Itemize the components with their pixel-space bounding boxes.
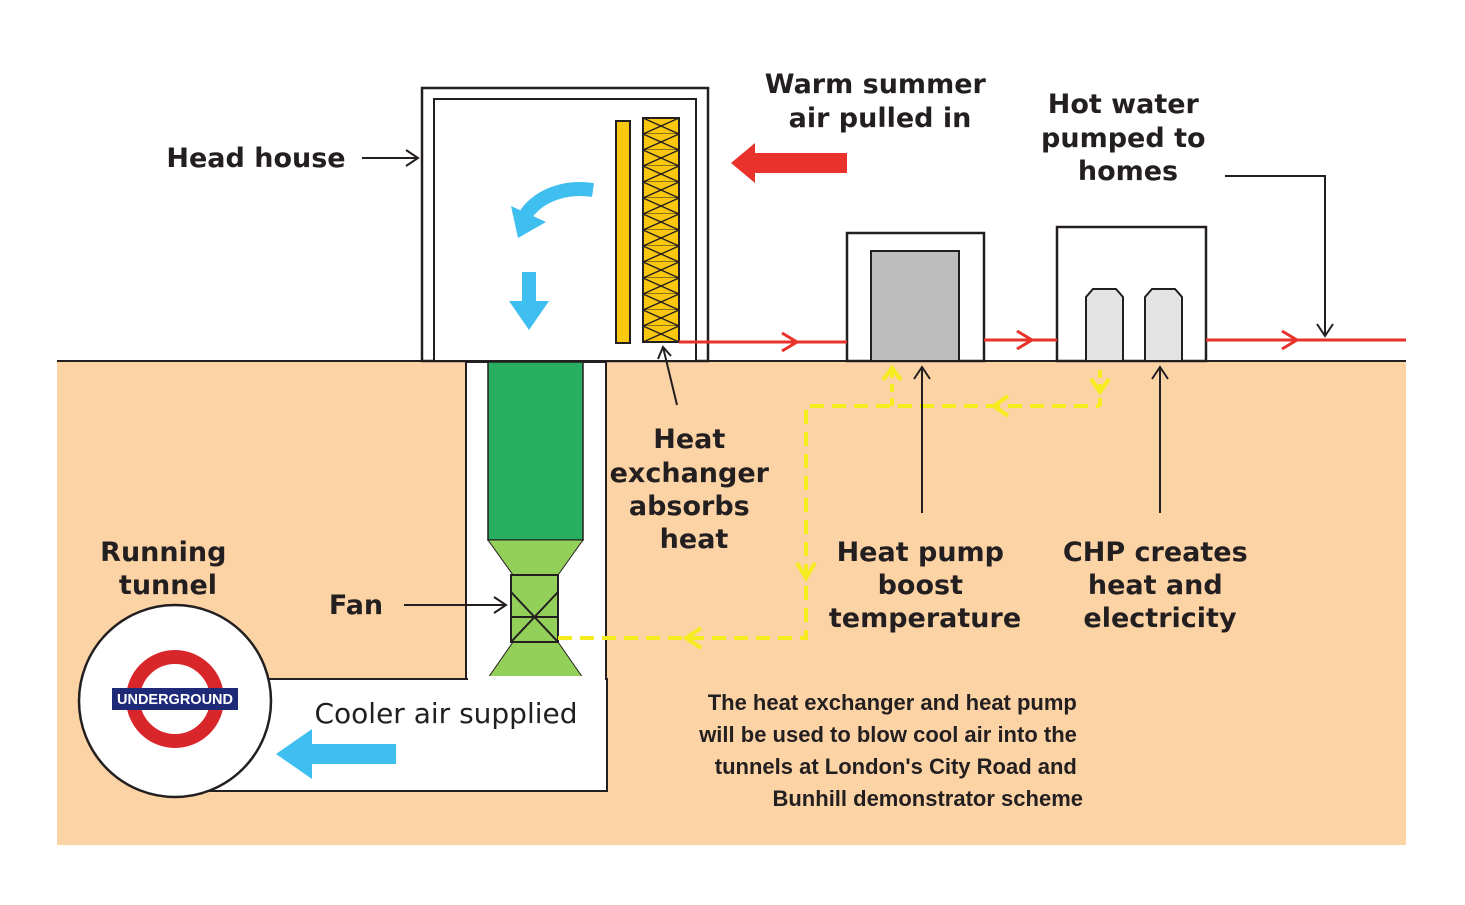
london-underground-roundel-icon: UNDERGROUND (112, 650, 238, 748)
scheme-note: The heat exchanger and heat pump will be… (698, 690, 1083, 811)
fan-label: Fan (329, 590, 383, 621)
fan-duct (487, 361, 584, 541)
hot-water-label: Hot water pumped to homes (1041, 89, 1215, 187)
running-tunnel: UNDERGROUND (77, 603, 273, 799)
yellow-return-loop (558, 364, 1111, 650)
heat-pump-core (870, 250, 960, 362)
heat-exchanger-core (642, 117, 680, 343)
cooler-air-arrow-icon (310, 744, 396, 764)
head-house-label: Head house (166, 143, 345, 174)
curved-airflow-arrow-icon (520, 182, 594, 219)
fan-x-icon (510, 574, 559, 643)
curved-airflow-arrowhead-icon (511, 206, 546, 238)
warm-air-arrowhead-icon (731, 143, 755, 183)
chp-label: CHP creates heat and electricity (1063, 537, 1257, 634)
ventilation-shaft (465, 361, 607, 682)
hot-water-flow-line (679, 329, 1406, 353)
heat-exchanger-label: Heat exchanger absorbs heat (610, 424, 779, 555)
warm-air-label: Warm summer air pulled in (765, 69, 995, 134)
down-airflow-arrowhead-icon (509, 301, 549, 330)
warm-air-arrow-icon (752, 153, 847, 173)
heat-exchanger-panel (615, 120, 631, 344)
cooler-air-label: Cooler air supplied (314, 697, 577, 730)
heat-pump-building (845, 231, 986, 363)
down-airflow-arrow-icon (522, 272, 536, 302)
pointer-arrows (362, 149, 1334, 614)
chp-unit-right (1144, 288, 1183, 362)
corridor-shaft-join (468, 676, 605, 681)
chp-building (1055, 225, 1208, 363)
head-house (420, 86, 710, 363)
chp-unit-left (1085, 288, 1124, 362)
cooler-air-arrowhead-icon (276, 729, 312, 779)
running-tunnel-label: Running tunnel (100, 537, 236, 601)
heat-pump-label: Heat pump boost temperature (829, 537, 1021, 634)
roundel-logo-text: UNDERGROUND (117, 692, 233, 708)
